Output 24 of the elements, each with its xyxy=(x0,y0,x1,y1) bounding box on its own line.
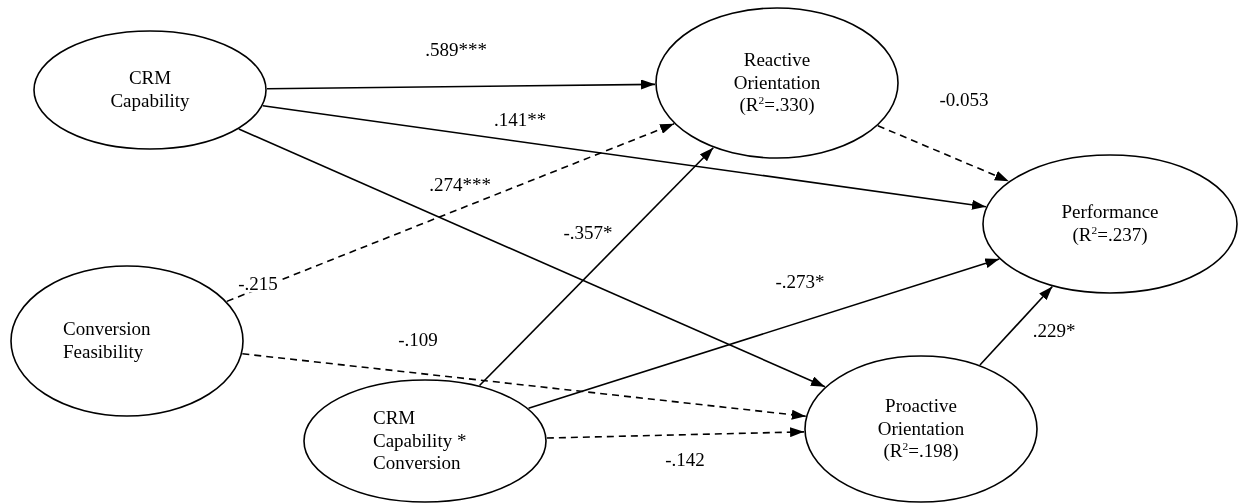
construct-label: Proactive Orientation xyxy=(876,394,966,441)
path-arrow xyxy=(979,285,1054,366)
construct-label: (R$^{2}$=.330) xyxy=(738,94,816,118)
path-arrow xyxy=(226,123,675,303)
construct-label: (R$^{2}$=.237) xyxy=(1071,224,1149,247)
path-arrow xyxy=(262,104,987,210)
path-arrow xyxy=(241,352,807,420)
construct-label: CRM Capability * Conversion xyxy=(373,406,468,476)
construct-label: Conversion Feasibility xyxy=(63,318,152,364)
path-arrow xyxy=(478,147,715,387)
path-arrow xyxy=(546,427,805,439)
construct-ellipse xyxy=(804,355,1038,503)
construct-label: (R$^{2}$=.198) xyxy=(882,440,960,464)
construct-label: Reactive Orientation xyxy=(732,48,822,95)
construct-ellipse xyxy=(303,379,547,503)
path-arrow xyxy=(877,124,1010,182)
construct-ellipse xyxy=(655,7,899,159)
path-arrow xyxy=(238,128,826,388)
construct-label: CRM Capability xyxy=(109,67,191,113)
path-arrow xyxy=(527,258,1001,409)
construct-ellipse xyxy=(33,30,267,150)
construct-ellipse xyxy=(982,154,1238,294)
construct-label: Performance xyxy=(1060,201,1160,224)
path-arrow xyxy=(266,79,656,90)
